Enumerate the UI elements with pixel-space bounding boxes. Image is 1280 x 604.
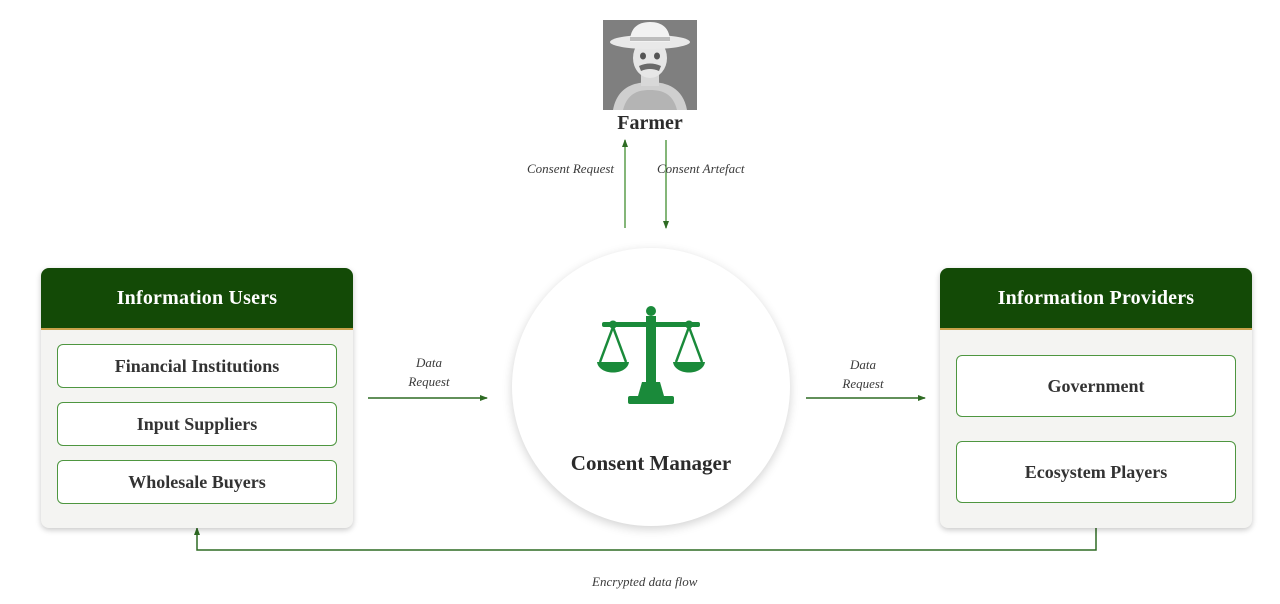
farmer-avatar [603, 20, 697, 110]
user-item-input-suppliers[interactable]: Input Suppliers [57, 402, 337, 446]
user-item-wholesale-buyers[interactable]: Wholesale Buyers [57, 460, 337, 504]
data-request-left-line1: Data [416, 355, 442, 370]
information-providers-panel: Information Providers Government Ecosyst… [940, 268, 1252, 528]
data-request-left-label: Data Request [389, 353, 469, 391]
information-users-panel: Information Users Financial Institutions… [41, 268, 353, 528]
consent-request-label: Consent Request [527, 161, 615, 176]
encrypted-data-flow-label: Encrypted data flow [592, 574, 698, 589]
information-providers-title: Information Providers [940, 268, 1252, 330]
provider-item-government[interactable]: Government [956, 355, 1236, 417]
data-request-right-label: Data Request [823, 355, 903, 393]
scales-icon [597, 306, 705, 404]
encrypted-data-flow-arrow [194, 527, 1097, 551]
information-users-title: Information Users [41, 268, 353, 330]
consent-manager-label: Consent Manager [570, 451, 732, 475]
data-request-left-line2: Request [408, 374, 450, 389]
farmer-icon [603, 20, 697, 110]
data-request-right-line2: Request [842, 376, 884, 391]
consent-manager-node[interactable]: Consent Manager [512, 248, 790, 526]
farmer-label: Farmer [617, 112, 683, 134]
provider-item-ecosystem-players[interactable]: Ecosystem Players [956, 441, 1236, 503]
consent-artefact-label: Consent Artefact [657, 161, 745, 176]
data-request-right-line1: Data [850, 357, 876, 372]
user-item-financial-institutions[interactable]: Financial Institutions [57, 344, 337, 388]
